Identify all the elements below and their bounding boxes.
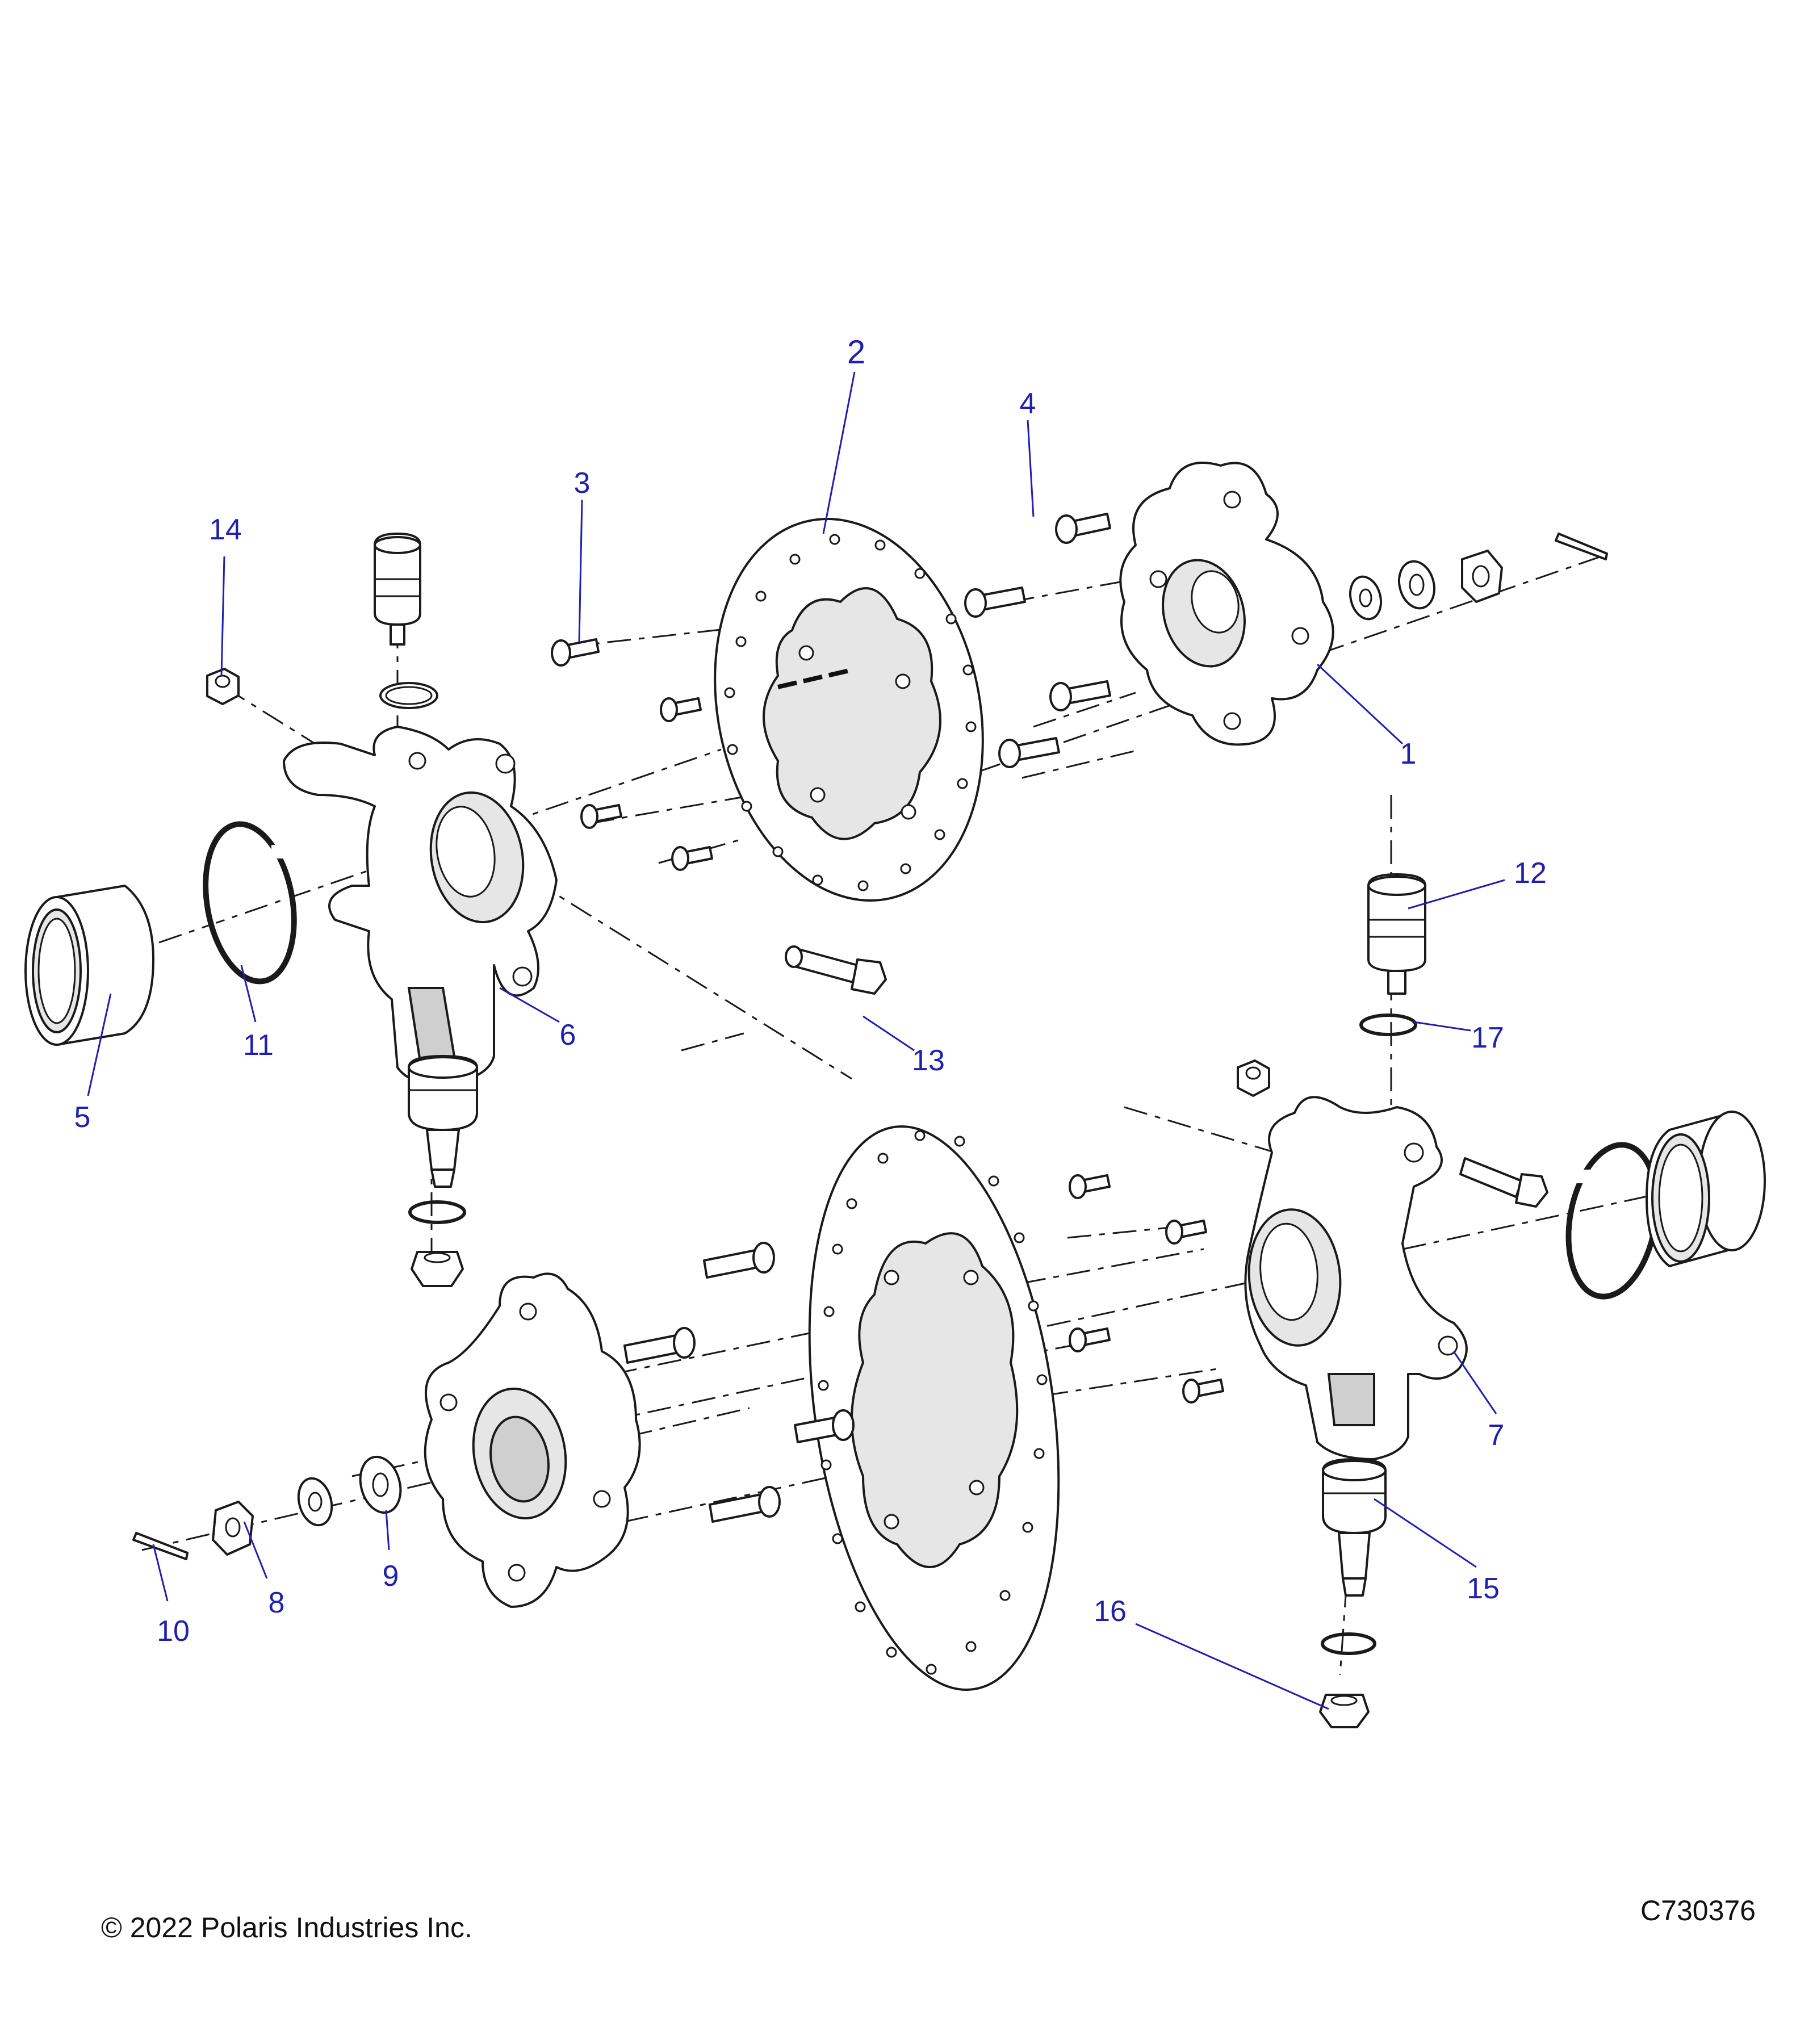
- upper-pinch-bolt: [785, 945, 887, 995]
- callout-15: 15: [1467, 1572, 1500, 1605]
- callout-6: 6: [560, 1019, 576, 1052]
- callout-1: 1: [1400, 738, 1417, 770]
- callout-12: 12: [1514, 857, 1547, 890]
- callout-14: 14: [209, 513, 242, 546]
- callout-9: 9: [383, 1560, 399, 1593]
- upper-ball-joint: [374, 533, 438, 709]
- copyright-notice: © 2022 Polaris Industries Inc.: [101, 1912, 472, 1944]
- lower-upper-ball-joint: [1359, 873, 1426, 1036]
- lower-rotor-drill-holes: [818, 1130, 1048, 1675]
- upper-spindle-hardware: [1349, 533, 1608, 621]
- callout-10: 10: [157, 1615, 190, 1648]
- upper-knuckle-nut: [206, 668, 240, 705]
- callout-5: 5: [74, 1101, 91, 1134]
- figure-id: C730376: [1640, 1895, 1756, 1926]
- callout-2: 2: [847, 334, 865, 371]
- lower-brake-rotor: [808, 1125, 1060, 1691]
- upper-steering-knuckle: [283, 726, 558, 1086]
- callout-11: 11: [243, 1029, 274, 1062]
- callout-8: 8: [269, 1586, 285, 1619]
- lower-wheel-studs: [623, 1242, 855, 1523]
- rotor-drill-holes: [724, 534, 977, 891]
- upper-lower-ball-joint: [408, 1055, 478, 1287]
- callout-4: 4: [1020, 387, 1036, 420]
- upper-rotor-bolts: [551, 638, 713, 871]
- lower-lower-ball-joint: [1319, 1458, 1387, 1728]
- callout-13: 13: [912, 1044, 945, 1077]
- callout-16: 16: [1094, 1595, 1127, 1628]
- callout-labels: 1 2 3 4 5 6 7 8 9 10 11 12 13 14 15 16 1…: [74, 334, 1547, 1648]
- upper-wheel-hub: [1119, 462, 1334, 746]
- lower-wheel-bearing: [1646, 1111, 1766, 1267]
- lower-spindle-hardware: [132, 1455, 402, 1560]
- callout-3: 3: [574, 467, 591, 500]
- callout-7: 7: [1488, 1419, 1505, 1452]
- lower-pinch-bolt: [1237, 1059, 1548, 1208]
- lower-rotor-bolts: [1069, 1174, 1224, 1404]
- upper-brake-rotor: [714, 518, 984, 902]
- lower-steering-knuckle: [1244, 1096, 1468, 1460]
- upper-wheel-bearing: [24, 885, 154, 1046]
- callout-17: 17: [1471, 1021, 1504, 1054]
- callout-leaders: [87, 371, 1505, 1710]
- upper-retaining-ring: [203, 821, 297, 985]
- upper-wheel-studs: [964, 513, 1111, 768]
- lower-wheel-hub: [424, 1272, 641, 1608]
